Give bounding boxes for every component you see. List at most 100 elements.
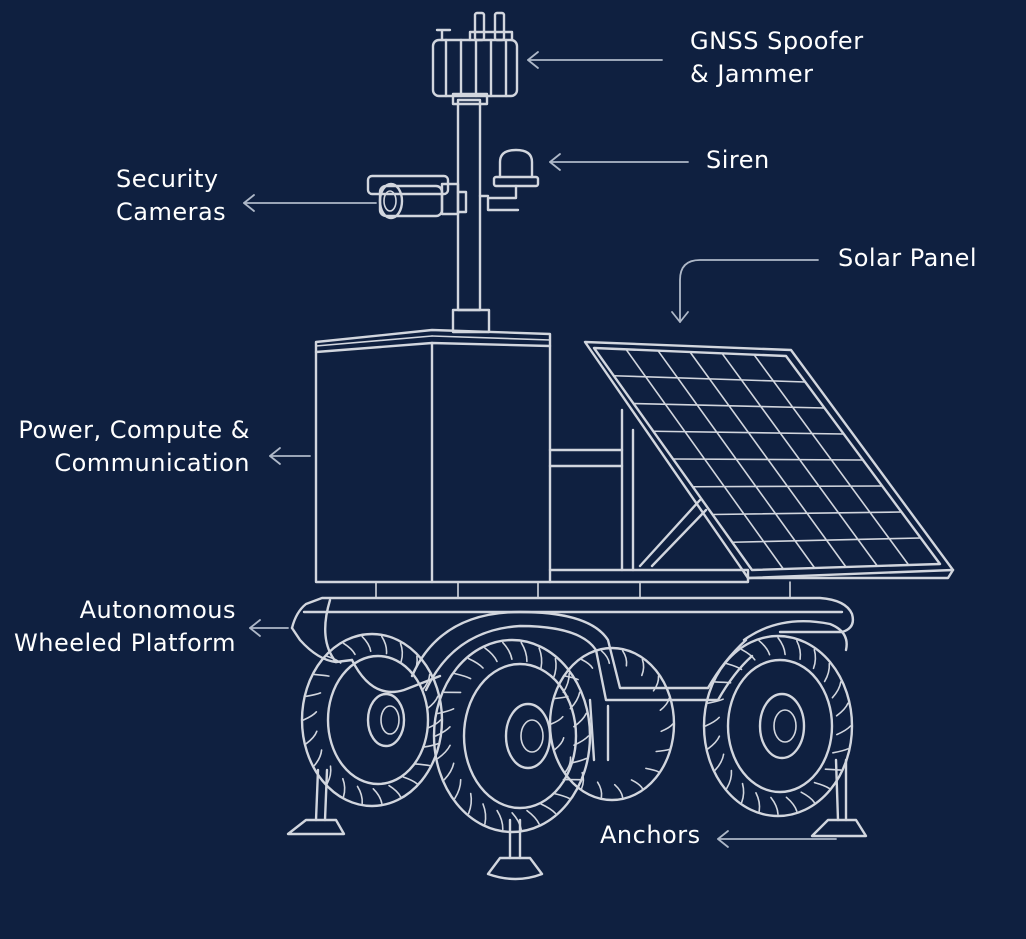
solar-panel-device <box>583 340 955 580</box>
rear-left-wheel <box>300 632 444 808</box>
tyre-tread <box>467 792 473 815</box>
tyre-tread <box>426 695 439 710</box>
tyre-tread <box>707 698 724 704</box>
solar-cell-divider <box>672 458 864 461</box>
solar-label-text: Solar Panel <box>838 244 978 272</box>
power-label: Power, Compute & Communication <box>18 414 250 480</box>
power-compute-box <box>314 328 552 584</box>
tyre-tread <box>361 635 372 652</box>
solar-cell-divider <box>711 511 903 516</box>
wheeled-platform-body <box>290 581 855 762</box>
tyre-tread <box>414 763 431 767</box>
tyre-tread <box>388 784 402 798</box>
tyre-tread <box>758 640 771 656</box>
power-label-line2: Communication <box>54 449 250 477</box>
tyre-tread <box>482 803 487 825</box>
tyre-tread <box>770 796 779 815</box>
tyre-tread <box>655 748 670 753</box>
tyre-tread <box>421 673 431 691</box>
tyre-tread <box>813 781 831 790</box>
tyre-tread <box>725 662 743 671</box>
anchors-label-text: Anchors <box>600 821 701 849</box>
camera-device <box>366 174 468 220</box>
tyre-tread <box>835 702 849 717</box>
siren-device <box>478 148 540 212</box>
tyre-tread <box>707 735 721 750</box>
tyre-tread <box>313 749 323 767</box>
tyre-tread <box>484 647 498 663</box>
tyre-tread <box>502 641 513 660</box>
platform-label: Autonomous Wheeled Platform <box>14 594 236 660</box>
solar-cell-divider <box>731 537 922 544</box>
tyre-tread <box>526 809 540 825</box>
tyre-tread <box>342 777 346 798</box>
tyre-tread <box>645 767 660 773</box>
tyre-tread <box>652 675 660 692</box>
anchors-arrow <box>717 830 837 848</box>
tyre-tread <box>831 681 842 699</box>
anchor-right <box>810 758 868 838</box>
anchor-center <box>486 818 544 881</box>
anchor-left <box>286 768 346 836</box>
tyre-tread <box>596 781 603 799</box>
tyre-tread <box>540 803 557 815</box>
tyre-tread <box>302 711 318 721</box>
solar-cell-divider <box>632 402 826 409</box>
tyre-tread <box>573 735 590 746</box>
tyre-tread <box>823 662 831 683</box>
platform-label-line2: Wheeled Platform <box>14 629 236 657</box>
tyre-tread <box>755 792 761 812</box>
tyre-tread <box>454 778 462 800</box>
front-left-wheel <box>432 638 592 834</box>
gnss-arrow <box>527 51 663 69</box>
tyre-tread <box>356 785 364 805</box>
tyre-tread <box>552 657 557 680</box>
tyre-tread <box>704 716 720 727</box>
platform-label-line1: Autonomous <box>79 596 236 624</box>
tyre-tread <box>621 649 628 667</box>
solar-cell-divider <box>691 485 884 488</box>
tyre-tread <box>777 637 786 656</box>
tyre-tread <box>326 765 332 785</box>
tyre-tread <box>740 782 745 804</box>
tyre-tread <box>422 742 439 748</box>
tyre-tread <box>434 726 451 737</box>
tyre-tread <box>714 681 732 684</box>
tyre-tread <box>554 737 565 751</box>
tyre-tread <box>326 655 342 664</box>
solar-cell-divider <box>652 430 845 435</box>
tyre-tread <box>305 730 318 745</box>
tyre-tread <box>796 640 802 660</box>
tyre-tread <box>399 642 404 663</box>
tyre-tread <box>467 657 484 669</box>
solar-cell-divider <box>612 374 807 383</box>
cameras-label-line1: Security <box>116 165 219 193</box>
tyre-tread <box>496 809 504 831</box>
tyre-tread <box>443 762 455 781</box>
tyre-tread <box>824 768 842 771</box>
tyre-tread <box>832 748 849 754</box>
gnss-device <box>431 11 519 98</box>
tyre-tread <box>812 648 817 670</box>
gnss-label: GNSS Spoofer & Jammer <box>690 25 864 91</box>
solar-label: Solar Panel <box>838 242 977 275</box>
tyre-tread <box>580 658 594 669</box>
tyre-tread <box>305 692 322 698</box>
tyre-tread <box>538 647 543 669</box>
tyre-tread <box>785 796 798 812</box>
tyre-tread <box>836 725 852 736</box>
camera-arrow <box>243 194 377 212</box>
callout-arrows <box>243 51 837 848</box>
tyre-tread <box>600 649 611 665</box>
tyre-tread <box>437 744 451 760</box>
tyre-tread <box>800 791 816 804</box>
tyre-tread <box>454 672 472 680</box>
solar-arrow <box>671 259 819 323</box>
siren-label-text: Siren <box>706 146 770 174</box>
front-right-wheel <box>702 634 854 818</box>
tyre-tread <box>660 723 674 733</box>
tyre-tread <box>564 756 572 773</box>
cameras-label: Security Cameras <box>116 163 226 229</box>
anchors-label: Anchors <box>600 819 701 852</box>
